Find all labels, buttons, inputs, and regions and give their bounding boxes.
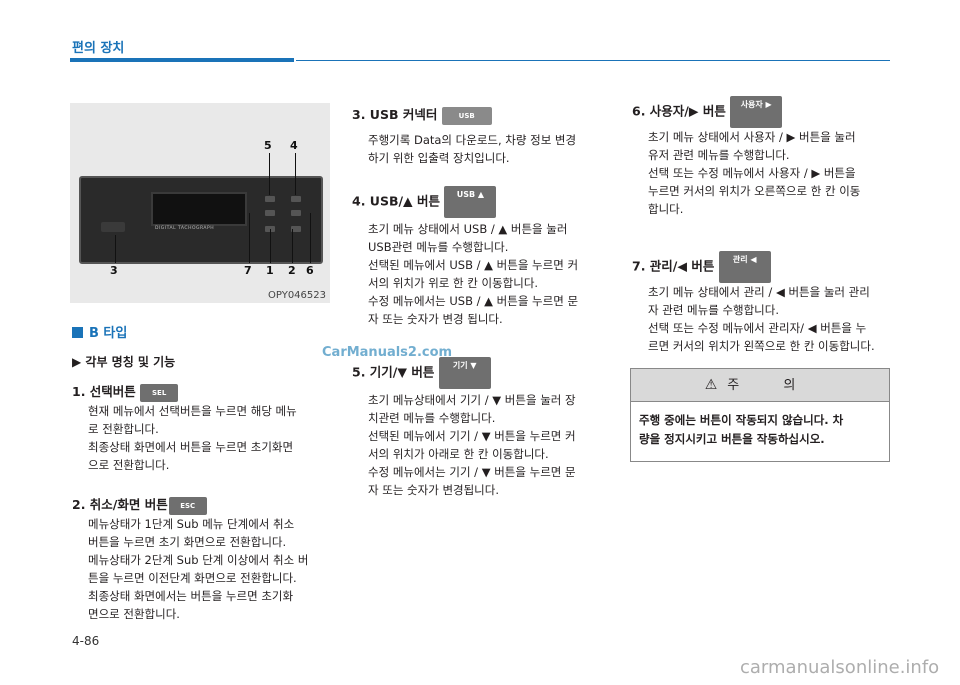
item-title: 3. USB 커넥터 USB <box>352 104 614 125</box>
device-button-6 <box>291 210 301 216</box>
header-rule-thin <box>296 60 890 61</box>
photo-caption: OPY046523 <box>268 290 326 301</box>
user-right-button-icon: 사용자 ▶ <box>730 96 783 128</box>
item-title: 7. 관리/◀ 버튼 관리 ◀ <box>632 251 894 283</box>
usb-connector-icon: USB <box>441 106 492 125</box>
b-type-heading: B 타입 <box>72 322 127 341</box>
callout-line-3 <box>115 235 116 263</box>
callout-7: 7 <box>244 264 252 277</box>
item-7: 7. 관리/◀ 버튼 관리 ◀ 초기 메뉴 상태에서 관리 / ◀ 버튼을 눌러… <box>632 251 894 355</box>
device-lcd <box>151 192 247 226</box>
tachograph-device: DIGITAL TACHOGRAPH <box>79 176 323 264</box>
device-button-2 <box>291 226 301 232</box>
item-5: 5. 기기/▼ 버튼 기기 ▼ 초기 메뉴상태에서 기기 / ▼ 버튼을 눌러 … <box>352 357 614 499</box>
usb-up-button-icon: USB ▲ <box>444 186 497 218</box>
esc-button-icon: ESC <box>168 496 207 515</box>
page-number: 4-86 <box>72 634 100 648</box>
item-title: 6. 사용자/▶ 버튼 사용자 ▶ <box>632 96 894 128</box>
callout-line-1 <box>270 229 271 263</box>
usb-slot <box>101 222 125 232</box>
item-6: 6. 사용자/▶ 버튼 사용자 ▶ 초기 메뉴 상태에서 사용자 / ▶ 버튼을… <box>632 96 894 218</box>
callout-2: 2 <box>288 264 296 277</box>
watermark-carmanuals2: CarManuals2.com <box>322 345 453 360</box>
section-title: 편의 장치 <box>72 41 125 56</box>
callout-line-5 <box>269 153 270 195</box>
manage-left-button-icon: 관리 ◀ <box>718 251 771 283</box>
caution-header: ⚠주 의 <box>631 369 889 402</box>
callout-6: 6 <box>306 264 314 277</box>
sel-button-icon: SEL <box>140 383 179 402</box>
square-bullet-icon <box>72 327 83 338</box>
callout-line-6 <box>310 213 311 263</box>
callout-line-7 <box>249 213 250 263</box>
item-title: 5. 기기/▼ 버튼 기기 ▼ <box>352 357 614 389</box>
callout-4: 4 <box>290 139 298 152</box>
watermark-carmanualsonline: carmanualsonline.info <box>740 657 940 678</box>
item-title: 1. 선택버튼 SEL <box>72 381 334 402</box>
callout-1: 1 <box>266 264 274 277</box>
item-title: 4. USB/▲ 버튼 USB ▲ <box>352 186 614 218</box>
parts-function-heading: ▶ 각부 명칭 및 기능 <box>72 355 176 369</box>
item-4: 4. USB/▲ 버튼 USB ▲ 초기 메뉴 상태에서 USB / ▲ 버튼을… <box>352 186 614 328</box>
header-rule-thick <box>70 58 294 62</box>
callout-line-4 <box>295 153 296 195</box>
device-photo: DIGITAL TACHOGRAPH 5 4 3 7 1 2 6 OPY0465… <box>70 103 330 303</box>
callout-line-2 <box>292 229 293 263</box>
callout-5: 5 <box>264 139 272 152</box>
device-brand: DIGITAL TACHOGRAPH <box>155 226 215 231</box>
callout-3: 3 <box>110 264 118 277</box>
warning-triangle-icon: ⚠ <box>704 377 718 393</box>
device-down-button-icon: 기기 ▼ <box>438 357 491 389</box>
item-3: 3. USB 커넥터 USB 주행기록 Data의 다운로드, 차량 정보 변경… <box>352 104 614 167</box>
device-button-4 <box>291 196 301 202</box>
device-button-5 <box>265 196 275 202</box>
device-button-7 <box>265 210 275 216</box>
